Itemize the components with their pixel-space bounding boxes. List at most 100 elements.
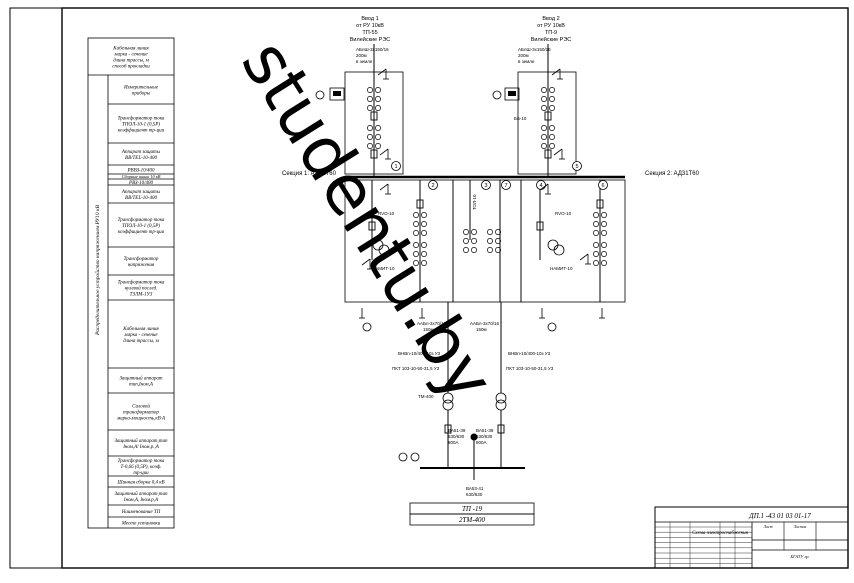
current-transformer-icon: [487, 238, 493, 244]
cell-number: 3: [484, 183, 487, 189]
breaker-icon: [596, 199, 604, 209]
svg-text:ТП-9: ТП-9: [545, 30, 557, 36]
cell-number: 4: [539, 183, 542, 189]
ta-label: ТОЛ-10: [472, 194, 477, 210]
va-1-l2: 630/630: [448, 434, 465, 439]
voltmeter-icon: [410, 452, 420, 462]
current-transformer-icon: [413, 221, 419, 227]
current-transformer-icon: [367, 143, 373, 149]
va-2-l3: 800А: [476, 440, 487, 445]
ammeter-icon: [398, 452, 408, 462]
nami-2-label: НАМИТ-10: [550, 266, 573, 271]
relay-box-icon: [504, 87, 520, 101]
breaker-icon: [368, 221, 376, 231]
cell-number: 5: [575, 164, 578, 170]
current-transformer-icon: [367, 87, 373, 93]
table-row-label: Iном,А/ Iном.р.,А: [122, 445, 159, 450]
current-transformer-icon: [471, 238, 477, 244]
cell-number-circle: [501, 180, 511, 190]
current-transformer-icon: [367, 134, 373, 140]
current-transformer-icon: [601, 221, 607, 227]
cells-5-6-frame: [520, 179, 626, 303]
svg-text:ТП-55: ТП-55: [362, 30, 377, 36]
table-row-label: РВВЗ-10/400: [126, 168, 155, 173]
cell-number: 7: [504, 183, 507, 189]
cable-out-1-l2: 150м: [423, 327, 434, 332]
vnp-1-label: ВНВп-10/400-10з У3: [398, 351, 441, 356]
table-row-label: Трансформатор тока: [118, 459, 165, 464]
title-block: ДП.1 -43 01 03 01-17 Схема электроснабже…: [654, 506, 849, 569]
table-row-label: длина трассы, м: [123, 339, 159, 344]
table-row-label: Шинная сборка 0,4 кВ: [116, 480, 164, 485]
current-transformer-icon: [375, 105, 381, 111]
svg-text:Ввод 2: Ввод 2: [542, 16, 559, 22]
cell-number: 2: [431, 183, 434, 189]
current-transformer-icon: [413, 230, 419, 236]
tp-type-box: [409, 513, 535, 526]
svg-text:в земле: в земле: [518, 59, 535, 64]
table-row-label: Измерительные: [123, 85, 159, 90]
sheet-label: Лист: [763, 525, 773, 529]
nami-1-label: НАМИТ-10: [372, 266, 395, 271]
table-row-label: Место установки: [121, 521, 161, 526]
current-transformer-icon: [421, 260, 427, 266]
voltmeter-2-icon: [547, 322, 557, 332]
current-transformer-icon: [421, 242, 427, 248]
current-transformer-icon: [375, 143, 381, 149]
table-row-label: напряжения: [128, 263, 155, 268]
svg-text:АБлШ-3х150/16: АБлШ-3х150/16: [518, 47, 551, 52]
breaker-icon: [416, 199, 424, 209]
table-row-label: Защитный аппарат: [119, 375, 162, 381]
tm-label: ТМ-400: [418, 394, 434, 399]
current-transformer-icon: [495, 247, 501, 253]
cell-7-frame: [517, 71, 577, 175]
current-transformer-icon: [495, 238, 501, 244]
current-transformer-icon: [549, 143, 555, 149]
current-transformer-icon: [549, 105, 555, 111]
table-row-label: тр-ции: [133, 471, 149, 476]
current-transformer-icon: [541, 96, 547, 102]
cell-number: 1: [394, 164, 397, 170]
cell-number-circle: [428, 180, 438, 190]
breaker-icon: [544, 149, 552, 159]
table-row-label: Наименование ТП: [121, 510, 161, 515]
current-transformer-icon: [541, 125, 547, 131]
rvo-2-label: RVO-10: [555, 211, 572, 216]
current-transformer-icon: [541, 105, 547, 111]
current-transformer-icon: [367, 125, 373, 131]
table-row-label: ТПОЛ-10-1 (0,5Р): [122, 224, 160, 229]
breaker-icon: [544, 111, 552, 121]
current-transformer-icon: [495, 229, 501, 235]
left-vertical-label: Распределительное устройство напряжением…: [94, 204, 101, 336]
current-transformer-icon: [487, 229, 493, 235]
cell-number-circle: [481, 180, 491, 190]
current-transformer-icon: [601, 212, 607, 218]
current-transformer-icon: [421, 212, 427, 218]
voltmeter-1-icon: [362, 322, 372, 332]
svg-text:от РУ 10кВ: от РУ 10кВ: [356, 23, 384, 29]
svg-text:АБлШ-3х150/16: АБлШ-3х150/16: [356, 47, 389, 52]
relay-box-icon: [329, 87, 345, 101]
table-row-label: Аппарат защиты: [121, 150, 161, 155]
current-transformer-icon: [463, 247, 469, 253]
svg-text:Вилейские РЭС: Вилейские РЭС: [531, 36, 572, 43]
voltage-transformer-icon: [547, 239, 559, 251]
table-row-label: длина трассы, м: [113, 58, 149, 63]
svg-text:200м: 200м: [356, 53, 367, 58]
table-row-label: ВВ/TEL-10-400: [125, 156, 157, 161]
table-row-label: Трансформатор тока: [118, 218, 165, 223]
breaker-icon: [370, 149, 378, 159]
table-row-label: трансформатор: [123, 410, 159, 415]
svg-text:Вилейские РЭС: Вилейские РЭС: [350, 36, 391, 43]
table-row-label: Т-0,66 (0,5Р), коэф.: [120, 465, 161, 470]
input-1-label: Ввод 1 от РУ 10кВ ТП-55 Вилейские РЭС: [350, 16, 391, 43]
va-1-l3: 800А: [448, 440, 459, 445]
table-row-label: способ прокладки: [112, 64, 150, 69]
pkt-1-label: ПКТ 103-10-50-31,5 У3: [392, 366, 440, 371]
table-row-label: ВВ/TEL-10-400: [125, 196, 157, 201]
current-transformer-icon: [375, 96, 381, 102]
current-transformer-icon: [413, 260, 419, 266]
